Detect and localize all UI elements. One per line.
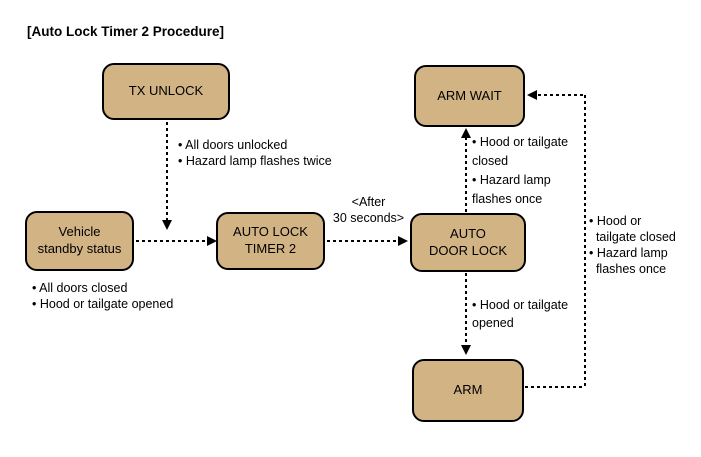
annotation-tx-unlock-event: • All doors unlocked • Hazard lamp flash…	[178, 138, 332, 168]
node-tx-unlock-label: TX UNLOCK	[128, 83, 204, 99]
node-tx-unlock: TX UNLOCK	[102, 63, 230, 120]
node-auto-lock-timer-2: AUTO LOCK TIMER 2	[216, 212, 325, 270]
arrowhead-up-icon	[461, 128, 471, 138]
annotation-doorlock-to-armwait: • Hood or tailgate closed • Hazard lamp …	[472, 135, 569, 206]
diagram-title: [Auto Lock Timer 2 Procedure]	[27, 24, 225, 39]
node-vehicle-standby-status-label: Vehicle standby status	[37, 224, 122, 256]
connector-arm-to-armwait-top	[538, 94, 585, 96]
annotation-arm-to-armwait: • Hood or tailgate closed • Hazard lamp …	[589, 214, 676, 276]
arrowhead-down-icon	[162, 220, 172, 230]
node-arm-wait-label: ARM WAIT	[437, 87, 502, 103]
arrowhead-down-icon	[461, 345, 471, 355]
connector-arm-to-armwait-bottom	[525, 386, 585, 388]
connector-txunlock-down	[166, 122, 168, 220]
node-auto-door-lock-label: AUTO DOOR LOCK	[428, 225, 507, 258]
node-vehicle-standby-status: Vehicle standby status	[25, 211, 134, 271]
annotation-doorlock-to-arm: • Hood or tailgate opened	[472, 298, 569, 330]
node-arm-wait: ARM WAIT	[414, 65, 525, 127]
annotation-standby-conditions: • All doors closed • Hood or tailgate op…	[32, 281, 174, 311]
connector-doorlock-to-arm	[465, 273, 467, 346]
connector-arm-to-armwait-vertical	[584, 95, 586, 387]
node-arm-label: ARM	[453, 382, 483, 398]
node-arm: ARM	[412, 359, 524, 422]
node-auto-lock-timer-2-label: AUTO LOCK TIMER 2	[233, 224, 308, 256]
annotation-timer-delay: <After 30 seconds>	[332, 195, 405, 225]
connector-standby-to-timer	[136, 240, 208, 242]
node-auto-door-lock: AUTO DOOR LOCK	[410, 213, 526, 272]
connector-timer-to-doorlock	[327, 240, 399, 242]
connector-doorlock-to-armwait	[465, 137, 467, 213]
arrowhead-right-icon	[398, 236, 408, 246]
arrowhead-left-icon	[527, 90, 537, 100]
arrowhead-right-icon	[207, 236, 217, 246]
